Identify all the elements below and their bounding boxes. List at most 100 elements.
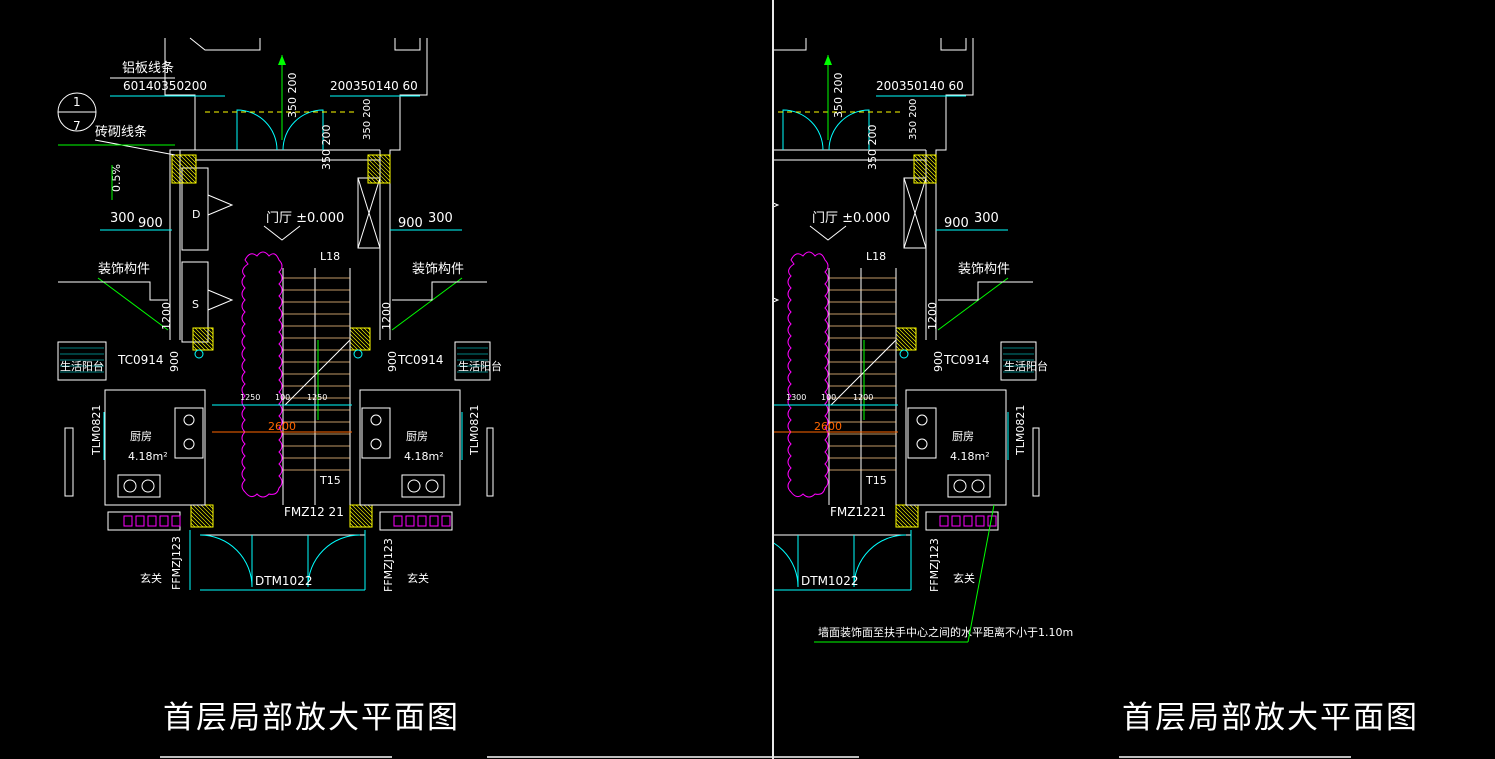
stair-dim-b: 100	[821, 393, 836, 402]
wall-top-right	[394, 38, 421, 51]
door-arc-left	[782, 109, 824, 151]
column-hatch-tr-line	[913, 178, 919, 184]
label-aluminum: 铝板线条	[122, 60, 174, 76]
door-dims-vertical-2: 350 200	[866, 125, 879, 171]
column-hatch-ml-line	[198, 327, 214, 343]
foyer-label-right: 玄关	[953, 571, 975, 585]
appliance-right	[975, 515, 985, 527]
tlm-label-left: TLM0821	[90, 405, 103, 456]
column-hatch-tr-line	[367, 154, 391, 178]
column-hatch-tr-line	[379, 154, 391, 166]
sink-bowl-right-2	[916, 438, 928, 450]
dim-1200-vertical-right: 1200	[926, 302, 939, 330]
kitchen-area-right: 4.18m²	[404, 450, 444, 463]
column-hatch-mr-line	[895, 329, 917, 351]
column-hatch-mr-line	[351, 327, 371, 347]
burner-left-a	[123, 479, 137, 493]
column-hatch-bl	[190, 504, 214, 528]
column-hatch-tr	[367, 154, 391, 184]
kitchen-area-left: 4.18m²	[128, 450, 168, 463]
stair-up-label: L18	[320, 250, 340, 263]
wall-top-left	[189, 37, 261, 51]
column-hatch-bl-line	[200, 504, 214, 518]
handrail-clearance-note: 墙面装饰面至扶手中心之间的水平距离不小于1.10m	[818, 625, 1073, 639]
column-hatch-mr-line	[895, 333, 913, 351]
kitchen-label-right: 厨房	[406, 430, 428, 443]
leader-brick	[94, 139, 176, 156]
balcony-label-left: 生活阳台	[60, 359, 104, 373]
stair-dim-c: 1250	[307, 393, 327, 402]
dims-top-right: 200350140 60	[876, 79, 964, 93]
balcony-label-right: 生活阳台	[1004, 359, 1048, 373]
side-window-left	[64, 427, 74, 497]
entry-door-arc-right	[307, 534, 361, 588]
counter-right	[379, 511, 453, 531]
shaft-s-door	[774, 297, 780, 303]
column-hatch-mr-line	[349, 333, 367, 351]
sink-bowl-left-2	[183, 438, 195, 450]
entrance-door-label: DTM1022	[255, 574, 312, 588]
sheet-border-right	[774, 756, 859, 758]
appliance-left	[147, 515, 157, 527]
column-hatch-tr-line	[367, 170, 381, 184]
kitchen-left	[104, 389, 206, 506]
column-hatch-bl-line	[190, 522, 196, 528]
shaft-d	[181, 167, 209, 251]
stair-dim-c: 1200	[853, 393, 873, 402]
column-hatch-tr-line	[375, 154, 391, 170]
fire-door-label: FMZ12 21	[284, 505, 344, 519]
stair-dim-b: 100	[275, 393, 290, 402]
sink-right	[907, 407, 937, 459]
stair-dim-total: 2600	[268, 420, 296, 433]
door-arc-left	[236, 109, 278, 151]
dims-top-left: 60140350200	[123, 79, 207, 93]
stair-up-label: L18	[866, 250, 886, 263]
column-hatch-mr-line	[367, 327, 371, 331]
column-hatch-tr-line	[913, 166, 931, 184]
column-hatch-tl-line	[171, 162, 193, 184]
appliance-right	[939, 515, 949, 527]
hall-label: 门厅 ±0.000	[812, 211, 890, 226]
fire-door-label: FMZ1221	[830, 505, 886, 519]
column-hatch-br-line	[349, 518, 359, 528]
shaft-s	[181, 261, 209, 343]
column-hatch-tr-line	[913, 158, 937, 182]
side-window-right	[1032, 427, 1040, 497]
column-hatch-mr-line	[349, 345, 355, 351]
kitchen-area-right: 4.18m²	[950, 450, 990, 463]
appliance-right	[963, 515, 973, 527]
column-hatch-br-line	[897, 504, 919, 526]
kitchen-label-left: 厨房	[130, 430, 152, 443]
burner-right-b	[425, 479, 439, 493]
column-hatch-br-line	[349, 510, 367, 528]
stair-dim-a: 1300	[786, 393, 806, 402]
hall-arrow	[809, 225, 847, 241]
column-hatch-tr-line	[913, 162, 935, 184]
stair-down-label: T15	[865, 474, 887, 487]
axis-arrow	[278, 55, 286, 65]
column-hatch-br-line	[895, 514, 909, 528]
viewport-divider[interactable]	[772, 0, 774, 759]
hall-label: 门厅 ±0.000	[266, 211, 344, 226]
window-tc-right: TC0914	[943, 353, 990, 367]
balcony-label-right: 生活阳台	[458, 359, 502, 373]
column-hatch-tr-line	[933, 154, 937, 158]
appliance-right	[951, 515, 961, 527]
column-hatch-bl-line	[190, 506, 212, 528]
column-hatch-tl-line	[175, 154, 197, 176]
title-underline-left	[160, 756, 392, 758]
deco-outline-left	[58, 281, 168, 301]
column-hatch-tr-line	[913, 170, 927, 184]
shaft-d-label: D	[192, 208, 200, 221]
door-dims-vertical-2: 350 200	[320, 125, 333, 171]
column-hatch-mr-line	[363, 327, 371, 335]
column-hatch-tl-line	[179, 154, 197, 172]
revision-cloud	[787, 251, 829, 498]
entrance-door-label: DTM1022	[801, 574, 858, 588]
floor-drain-right	[899, 349, 909, 359]
axis-arrow	[824, 55, 832, 65]
column-hatch-bl-line	[190, 518, 200, 528]
sink-bowl-left	[183, 414, 195, 426]
